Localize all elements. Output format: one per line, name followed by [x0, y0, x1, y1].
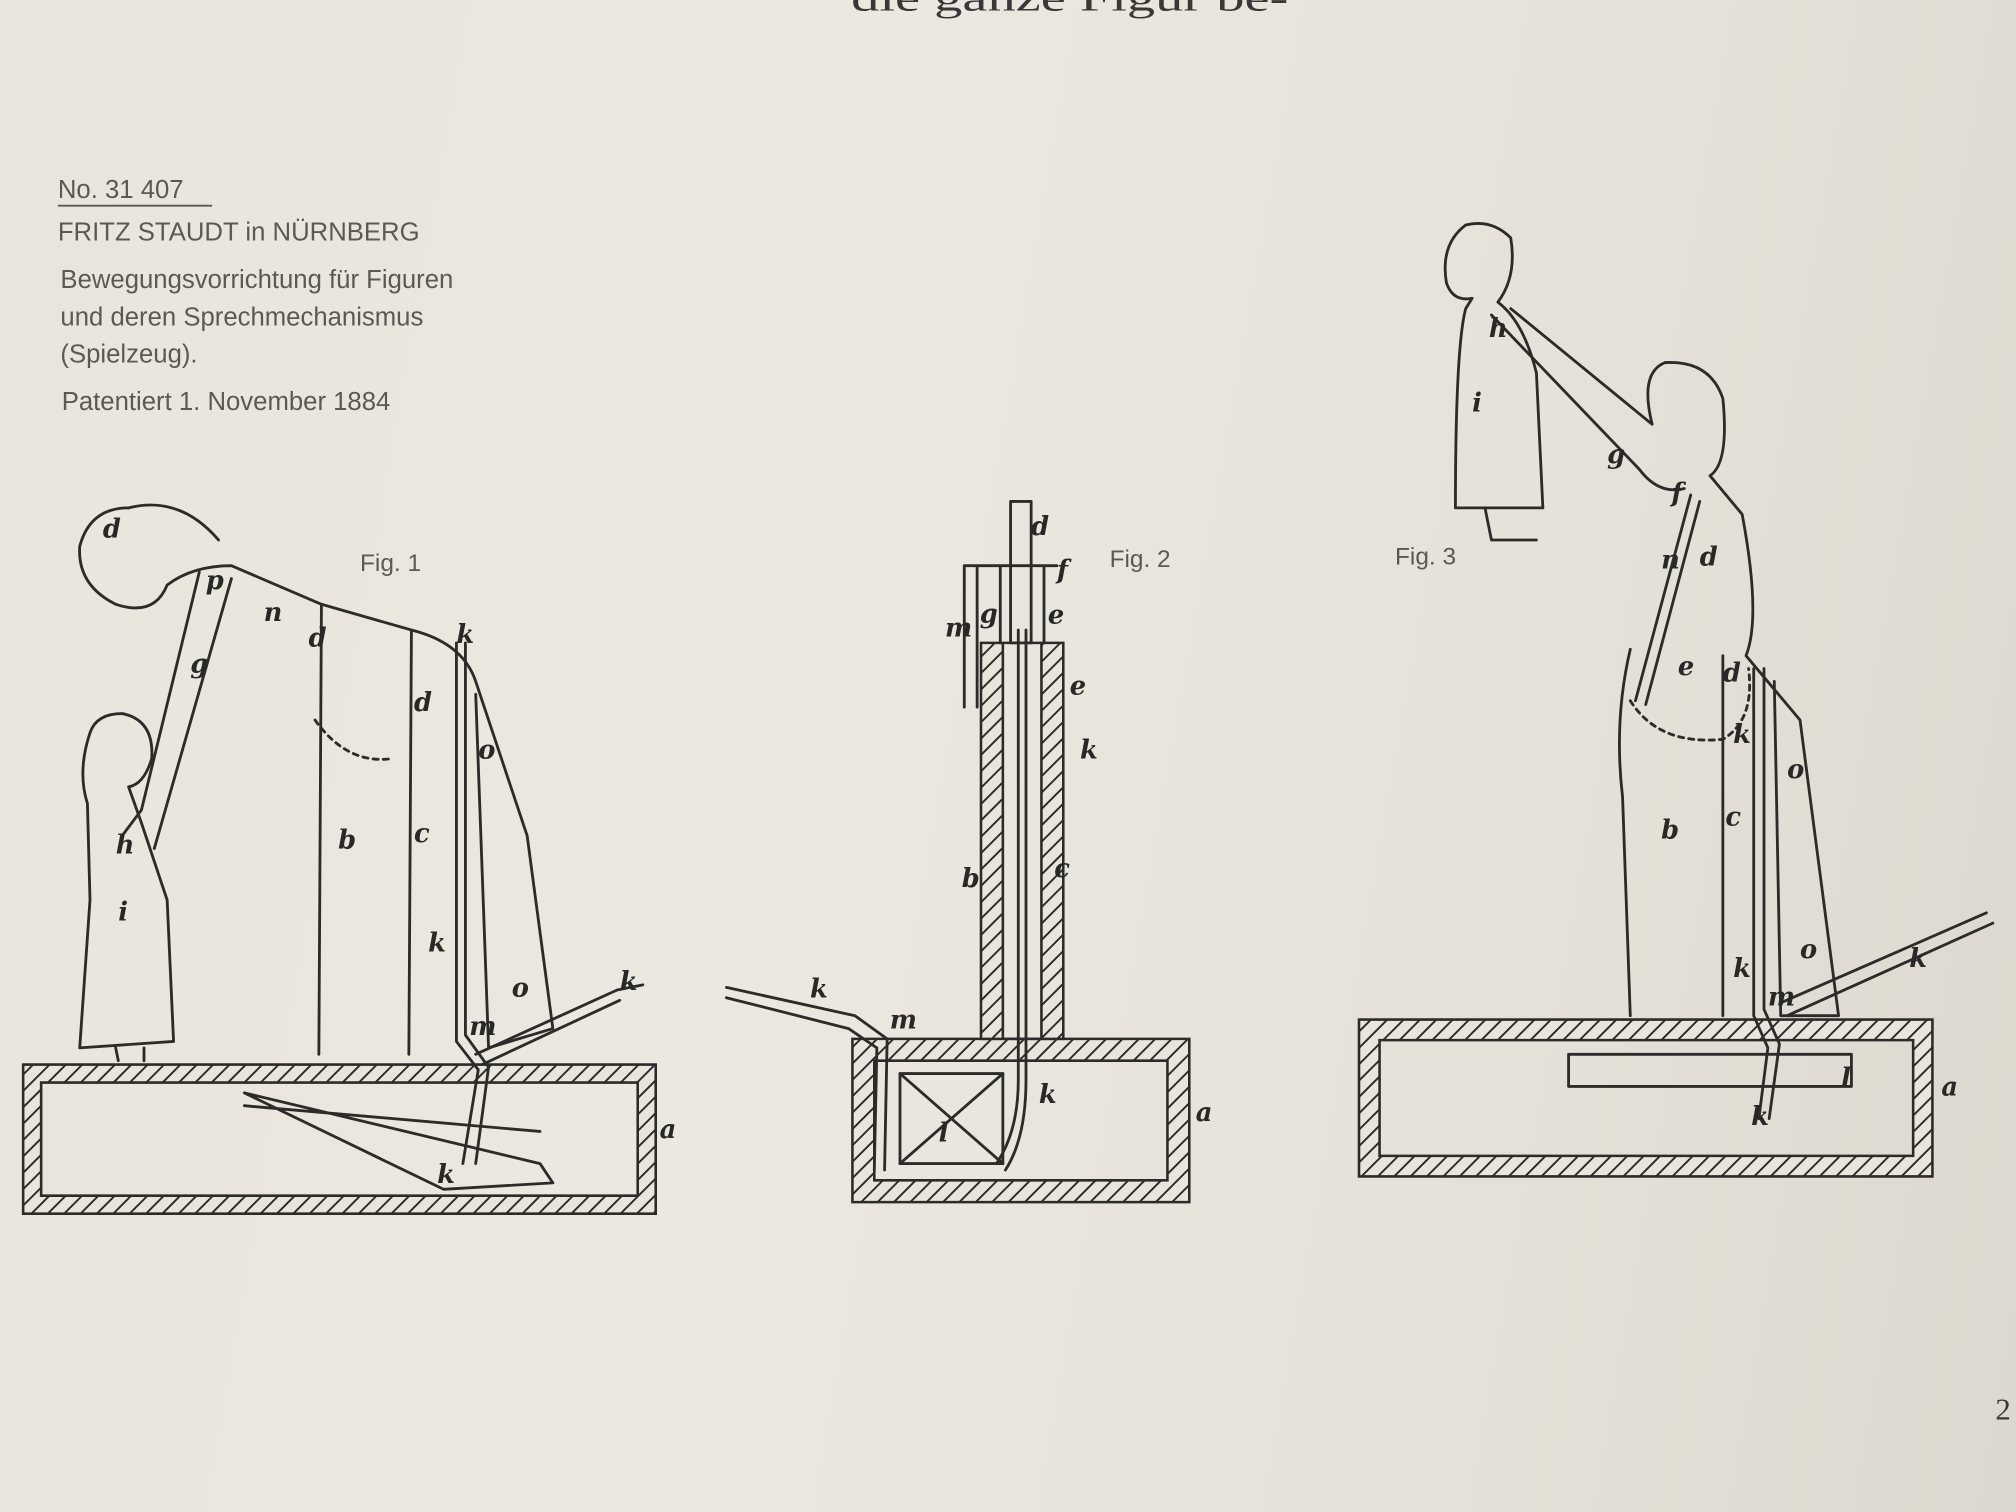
part-letter: b [338, 826, 356, 856]
part-letter: a [1196, 1098, 1213, 1128]
tube [474, 983, 645, 1066]
part-letter: k [428, 928, 446, 958]
part-letter: g [1607, 440, 1625, 470]
part-letter: k [1039, 1080, 1057, 1110]
cord [455, 641, 490, 1165]
body-tube [979, 641, 1065, 1041]
hinge-arc [313, 718, 394, 761]
part-letter: d [1700, 543, 1718, 573]
part-letter: o [478, 736, 495, 766]
part-letter: o [1787, 755, 1804, 785]
rod [1009, 500, 1033, 645]
child-figure [78, 712, 175, 1063]
patent-number: No. 31 407 [58, 176, 184, 204]
part-letter: e [1048, 601, 1064, 631]
base-box [1357, 1018, 1934, 1178]
part-letter: e [1070, 671, 1086, 701]
figure-label: Fig. 2 [1110, 546, 1171, 573]
part-letter: m [890, 1006, 917, 1036]
mother-arm [120, 503, 233, 850]
part-letter: n [264, 598, 283, 628]
part-letter: b [1661, 815, 1679, 845]
part-letter: c [414, 819, 430, 849]
part-letter: g [980, 599, 998, 629]
patent-date: Patentiert 1. November 1884 [62, 388, 391, 416]
part-letter: c [1725, 802, 1741, 832]
page-number: 2 [1995, 1392, 2010, 1426]
part-letter: o [512, 973, 529, 1003]
part-letter: n [1661, 545, 1680, 575]
part-letter: i [118, 898, 128, 928]
part-letter: k [1733, 954, 1751, 984]
lever [962, 564, 1059, 709]
part-letter: l [1841, 1063, 1851, 1093]
part-letter: f [1669, 478, 1686, 508]
part-letter: d [309, 624, 327, 654]
part-letter: h [1489, 314, 1508, 344]
part-letter: d [1723, 658, 1741, 688]
part-letter: d [103, 514, 121, 544]
patent-title-line: und deren Sprechmechanismus [60, 303, 423, 331]
part-letter: k [1080, 736, 1098, 766]
part-letter: h [116, 831, 135, 861]
part-letter: k [1733, 720, 1751, 750]
figure-1: Fig. 1 d p n d k g d o b c h i k o m k a… [21, 503, 676, 1215]
bellows [242, 1091, 555, 1191]
part-letter: e [1678, 652, 1694, 682]
patent-title-line: (Spielzeug). [60, 341, 197, 369]
part-letter: o [1800, 935, 1817, 965]
part-letter: a [660, 1115, 677, 1145]
part-letter: l [939, 1119, 949, 1149]
part-letter: m [469, 1012, 496, 1042]
part-letters: d f m g e e k b c k m l k a [810, 512, 1212, 1149]
running-text-fragment: die ganze Figur be- [851, 0, 1288, 19]
part-letter: a [1941, 1072, 1958, 1102]
part-letter: k [1751, 1102, 1769, 1132]
part-letter: c [1054, 854, 1070, 884]
part-letter: k [810, 975, 828, 1005]
part-letter: g [190, 649, 208, 679]
hinge-arc [1628, 667, 1752, 742]
part-letter: i [1472, 388, 1482, 418]
patent-caption: No. 31 407 FRITZ STAUDT in NÜRNBERG Bewe… [57, 176, 453, 416]
cord [1752, 667, 1995, 1120]
part-letter: k [620, 967, 638, 997]
base-box [851, 1037, 1191, 1204]
figure-label: Fig. 1 [360, 550, 421, 577]
figure-3: Fig. 3 i h g f n d e d k o b c k o k m l… [1357, 221, 1995, 1178]
patent-title-line: Bewegungsvorrichtung für Figuren [60, 266, 453, 294]
part-letter: d [414, 688, 432, 718]
bellows [898, 1072, 1005, 1165]
part-letter: b [962, 864, 980, 894]
part-letter: f [1055, 556, 1072, 586]
part-letter: d [1031, 512, 1049, 542]
part-letter: k [437, 1160, 455, 1190]
part-letter: m [945, 613, 972, 643]
part-letters: i h g f n d e d k o b c k o k m l k a [1472, 314, 1958, 1132]
cord [725, 628, 1028, 1172]
part-letter: p [206, 566, 224, 596]
part-letter: k [456, 620, 474, 650]
part-letter: k [1909, 944, 1927, 974]
figure-2: Fig. 2 d f m g e e k b c k m l k a [725, 500, 1212, 1204]
mother-figure [1490, 307, 1840, 1018]
figure-label: Fig. 3 [1395, 543, 1456, 570]
patent-inventor: FRITZ STAUDT in NÜRNBERG [58, 218, 420, 246]
lever [1634, 493, 1702, 706]
part-letters: d p n d k g d o b c h i k o m k a k [103, 514, 676, 1189]
bellows [1567, 1052, 1853, 1088]
child-figure [1443, 221, 1545, 542]
part-letter: m [1768, 982, 1795, 1012]
mother-figure [78, 506, 555, 1056]
base-box [21, 1063, 657, 1215]
